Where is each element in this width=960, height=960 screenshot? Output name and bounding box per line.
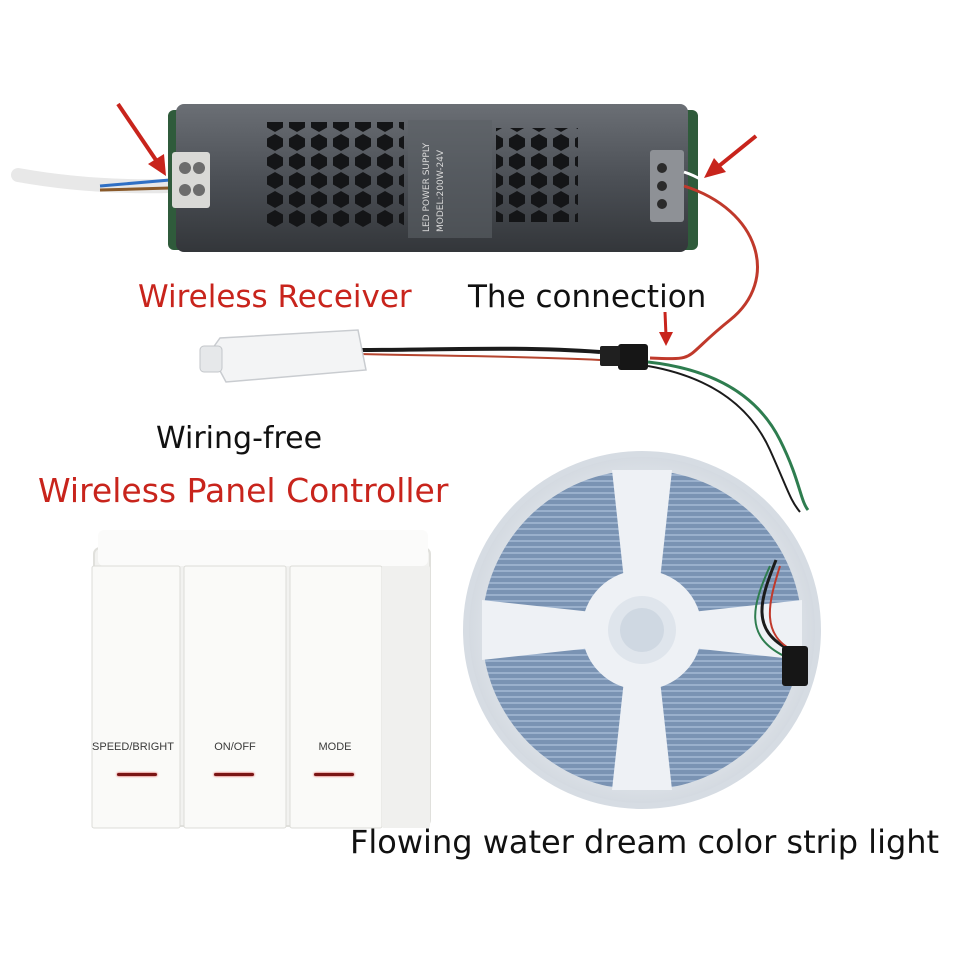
power-supply (11, 104, 759, 361)
psu-text-line-2: MODEL:200W-24V (436, 149, 446, 232)
mode-led (314, 773, 354, 776)
label-wiring-free: Wiring-free (156, 421, 323, 456)
mini-receiver (199, 329, 810, 513)
button-label-speed-bright: SPEED/BRIGHT (92, 741, 174, 753)
arrow-connection (659, 311, 673, 346)
panel-controller (91, 530, 431, 829)
on-off-led (214, 773, 254, 776)
label-the-connection: The connection (468, 279, 707, 315)
button-label-mode: MODE (318, 741, 352, 753)
speed-bright-led (117, 773, 157, 776)
label-wireless-panel-controller: Wireless Panel Controller (38, 471, 449, 510)
psu-label-plate (408, 120, 492, 238)
arrow-right (704, 134, 758, 178)
button-label-on-off: ON/OFF (214, 741, 256, 753)
label-strip-light: Flowing water dream color strip light (350, 823, 940, 861)
arrow-left (116, 102, 166, 176)
psu-text-line-1: LED POWER SUPPLY (422, 142, 432, 232)
label-wireless-receiver: Wireless Receiver (138, 279, 412, 315)
strip-reel (463, 451, 821, 809)
